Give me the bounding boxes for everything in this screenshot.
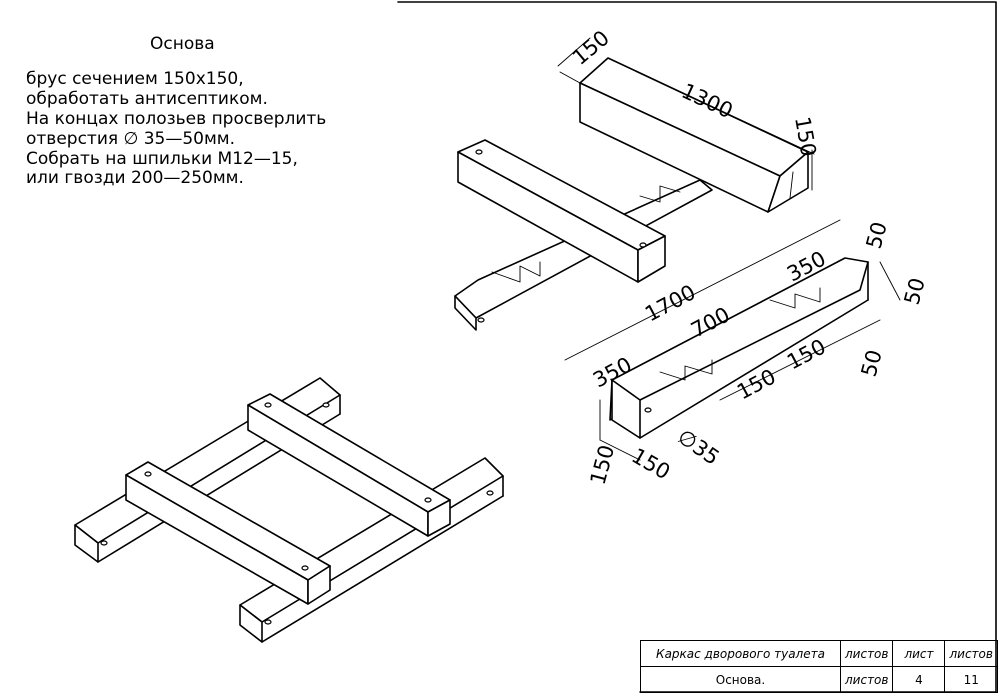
front-runner-edge xyxy=(261,495,504,643)
runner-end xyxy=(454,295,477,331)
note-line: Собрать на шпильки М12—15, xyxy=(26,148,298,169)
bolt-hole xyxy=(264,619,272,625)
left-bar-top xyxy=(125,461,331,581)
runner-notch xyxy=(491,261,541,283)
dim-line xyxy=(879,261,901,301)
stamp-sheets-label: листов xyxy=(839,640,894,667)
title-block: Каркас дворового туалета листов лист лис… xyxy=(640,640,998,693)
dim-line xyxy=(599,439,641,461)
note-line: отверстия ∅ 35—50мм. xyxy=(26,128,236,149)
runner-notch xyxy=(769,287,821,309)
bolt-hole xyxy=(100,540,108,546)
page-title: Основа xyxy=(150,34,215,54)
bolt-hole xyxy=(322,402,330,408)
runner-bottom-edge xyxy=(639,299,869,439)
bolt-hole xyxy=(644,407,652,413)
note-line: обработать антисептиком. xyxy=(26,88,268,109)
beam-assembly-detail xyxy=(454,139,713,331)
bolt-hole xyxy=(301,565,309,571)
stamp-sheets-label-3: листов xyxy=(839,666,894,693)
bolt-hole xyxy=(264,402,272,408)
dim-notch-50-c: 50 xyxy=(857,347,887,379)
bolt-hole xyxy=(486,490,494,496)
bolt-hole xyxy=(144,471,152,477)
stamp-sheets-total: 11 xyxy=(944,666,998,693)
dim-line xyxy=(557,37,591,67)
notes-block: брус сечением 150х150, обработать антисе… xyxy=(26,69,327,189)
stamp-project: Каркас дворового туалета xyxy=(640,640,841,667)
dim-end-width: 150 xyxy=(628,444,675,485)
stamp-name: Основа. xyxy=(640,666,841,693)
runner-detail: 1700 350 700 350 150 150 50 50 50 ∅35 15… xyxy=(564,219,930,487)
beam-end-face xyxy=(767,151,809,213)
stamp-sheet-label: лист xyxy=(892,640,946,667)
bolt-hole xyxy=(639,242,647,248)
bolt-hole xyxy=(475,149,483,155)
dim-notch-50-a: 50 xyxy=(862,219,892,251)
bolt-hole xyxy=(424,497,432,503)
dim-end-height: 150 xyxy=(586,442,620,487)
note-line: брус сечением 150х150, xyxy=(26,69,244,89)
dim-notch-50-b: 50 xyxy=(900,275,930,307)
stamp-sheet-no: 4 xyxy=(892,666,946,693)
dim-hole: ∅35 xyxy=(673,424,724,469)
runner-notch xyxy=(659,359,713,381)
stamp-sheets-label-2: листов xyxy=(944,640,998,667)
dim-line xyxy=(564,219,841,361)
cross-end-face xyxy=(637,235,666,283)
beam-edge xyxy=(789,171,794,199)
left-bar-end xyxy=(307,565,331,605)
dim-notch-150-b: 150 xyxy=(783,334,830,374)
bolt-hole xyxy=(477,317,485,323)
dim-line xyxy=(719,319,881,401)
note-line: или гвозди 200—250мм. xyxy=(26,168,244,189)
dim-line xyxy=(607,57,815,155)
right-bar-top xyxy=(247,393,451,513)
runner-notch xyxy=(639,185,681,203)
assembled-base xyxy=(74,377,504,643)
right-bar-end xyxy=(427,499,451,537)
note-line: На концах полозьев просверлить xyxy=(26,108,327,129)
dim-notch-150-a: 150 xyxy=(733,364,780,404)
dim-extension xyxy=(559,71,581,84)
